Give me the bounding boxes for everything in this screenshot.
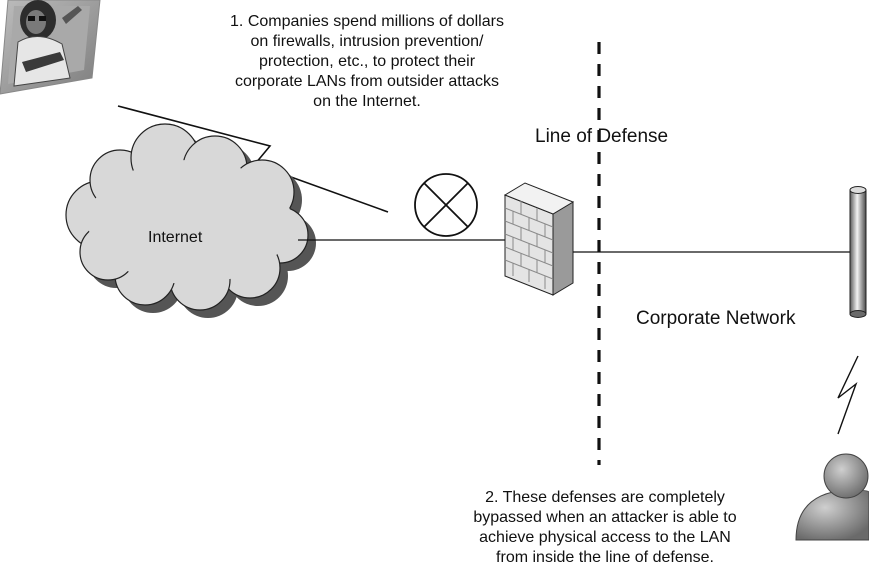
note-line: on firewalls, intrusion prevention/ xyxy=(250,33,484,50)
note-line: on the Internet. xyxy=(313,93,421,110)
corporate-network-label: Corporate Network xyxy=(636,308,796,329)
note-line: protection, etc., to protect their xyxy=(258,53,476,70)
note-line: 2. These defenses are completely xyxy=(485,489,725,506)
line-of-defense-label: Line of Defense xyxy=(535,126,669,147)
x-circle-icon xyxy=(414,173,478,237)
lightning-bolt-icon xyxy=(837,355,859,435)
note-line: 1. Companies spend millions of dollars xyxy=(230,13,504,30)
attack-lightning-line xyxy=(117,105,389,213)
brick-firewall-icon xyxy=(503,182,575,296)
network-bus-icon xyxy=(849,186,867,318)
hooded-attacker-icon xyxy=(0,0,101,95)
note-line: bypassed when an attacker is able to xyxy=(473,509,737,526)
note-line: from inside the line of defense. xyxy=(496,549,714,566)
user-icon xyxy=(795,453,869,541)
outsider-defense-note: 1. Companies spend millions of dollars o… xyxy=(186,12,548,112)
physical-access-note: 2. These defenses are completely bypasse… xyxy=(440,488,770,568)
cloud-icon xyxy=(65,123,316,318)
note-line: corporate LANs from outsider attacks xyxy=(234,73,500,90)
note-line: achieve physical access to the LAN xyxy=(479,529,731,546)
internet-label: Internet xyxy=(148,229,203,246)
